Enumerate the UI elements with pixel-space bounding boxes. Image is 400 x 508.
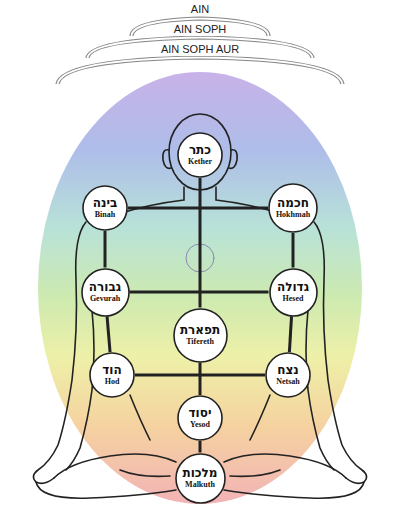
sephirah-name: Malkuth xyxy=(185,480,215,490)
aura-ellipse xyxy=(38,72,362,504)
veil-label: AIN SOPH xyxy=(171,23,230,36)
hebrew-name: הוד xyxy=(102,363,121,377)
sephirah-name: Hesed xyxy=(283,294,304,304)
path-connector xyxy=(130,291,269,294)
meditating-figure xyxy=(33,114,366,498)
sephirah-circle: נצחNetsah xyxy=(265,352,311,398)
sephirah-circle: מלכותMalkuth xyxy=(175,453,226,504)
path-connector xyxy=(199,441,202,453)
sephirah-circle: גבורהGevurah xyxy=(81,268,130,317)
hebrew-name: חכמה xyxy=(277,196,309,210)
veil-label: AIN xyxy=(188,3,212,16)
sephirah-name: Tifereth xyxy=(186,337,214,347)
hebrew-name: כתר xyxy=(189,143,211,157)
hebrew-name: יסוד xyxy=(189,406,212,420)
path-connector xyxy=(128,207,268,210)
hebrew-name: גבורה xyxy=(89,280,121,294)
path-connector xyxy=(289,316,291,352)
hebrew-name: נצח xyxy=(277,363,299,377)
path-connector xyxy=(292,233,295,268)
hebrew-name: מלכות xyxy=(182,466,217,480)
sephirah-circle: בינהBinah xyxy=(82,185,128,231)
sephirah-circle: גדולהHesed xyxy=(269,268,318,317)
sephirah-name: Hokhmah xyxy=(276,210,310,220)
hebrew-name: בינה xyxy=(93,196,118,210)
sephirah-name: Hod xyxy=(105,377,120,387)
sephirah-name: Netsah xyxy=(276,377,300,387)
sephirah-name: Gevurah xyxy=(90,294,120,304)
sephirah-name: Yesod xyxy=(190,420,210,430)
sephirah-name: Kether xyxy=(188,157,212,167)
sephirah-circle: חכמהHokhmah xyxy=(268,183,318,233)
path-connector xyxy=(199,363,202,396)
hebrew-name: גדולה xyxy=(277,280,309,294)
veil-arcs xyxy=(56,17,344,84)
sephirah-name: Binah xyxy=(95,210,115,220)
path-connector xyxy=(107,316,110,352)
path-connector xyxy=(199,178,202,308)
hebrew-name: תפארת xyxy=(180,323,220,337)
sephirah-circle: תפארתTifereth xyxy=(173,308,228,363)
path-connector xyxy=(104,231,107,268)
sephirah-circle: הודHod xyxy=(89,352,135,398)
sephirah-circle: יסודYesod xyxy=(177,395,223,441)
veil-label: AIN SOPH AUR xyxy=(158,43,242,56)
sephirah-circle: כתרKether xyxy=(177,132,223,178)
